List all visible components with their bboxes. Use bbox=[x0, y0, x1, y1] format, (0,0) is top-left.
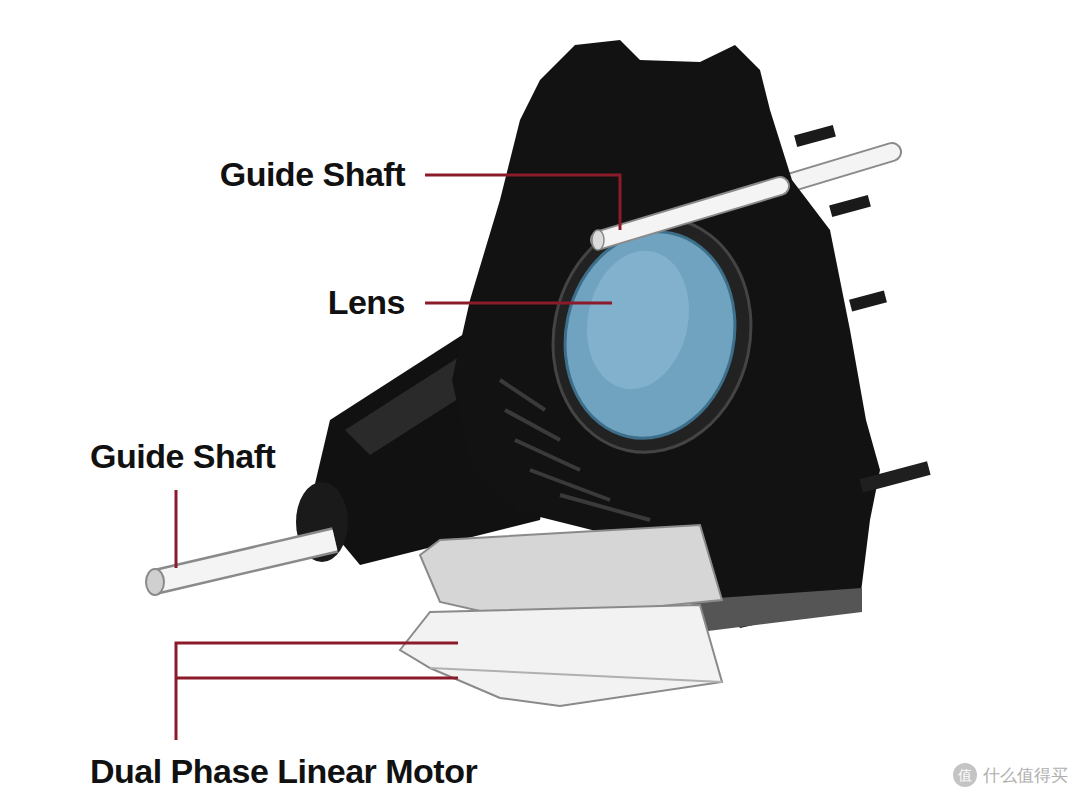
part-label: Guide Shaft bbox=[90, 437, 275, 476]
housing-fin bbox=[859, 461, 930, 493]
watermark-icon: 值 bbox=[953, 763, 977, 787]
watermark: 什么值得买 bbox=[983, 766, 1068, 785]
housing-fin bbox=[829, 195, 871, 217]
guide-shaft bbox=[155, 540, 335, 582]
guide-shaft bbox=[155, 540, 335, 582]
shaft-end bbox=[146, 569, 164, 595]
motor-plate bbox=[400, 605, 722, 706]
lens-highlight bbox=[575, 241, 702, 399]
guide-shaft bbox=[600, 186, 780, 240]
part-label: Dual Phase Linear Motor bbox=[90, 752, 477, 791]
guide-shaft bbox=[600, 186, 780, 240]
housing-fin bbox=[849, 291, 887, 312]
housing-fin bbox=[794, 125, 836, 147]
lens-ring bbox=[532, 199, 773, 471]
lens-glass bbox=[546, 216, 754, 454]
plate-edge bbox=[430, 668, 722, 682]
shaft-end bbox=[592, 230, 604, 250]
part-label: Lens bbox=[328, 283, 405, 322]
part-label: Guide Shaft bbox=[220, 155, 405, 194]
